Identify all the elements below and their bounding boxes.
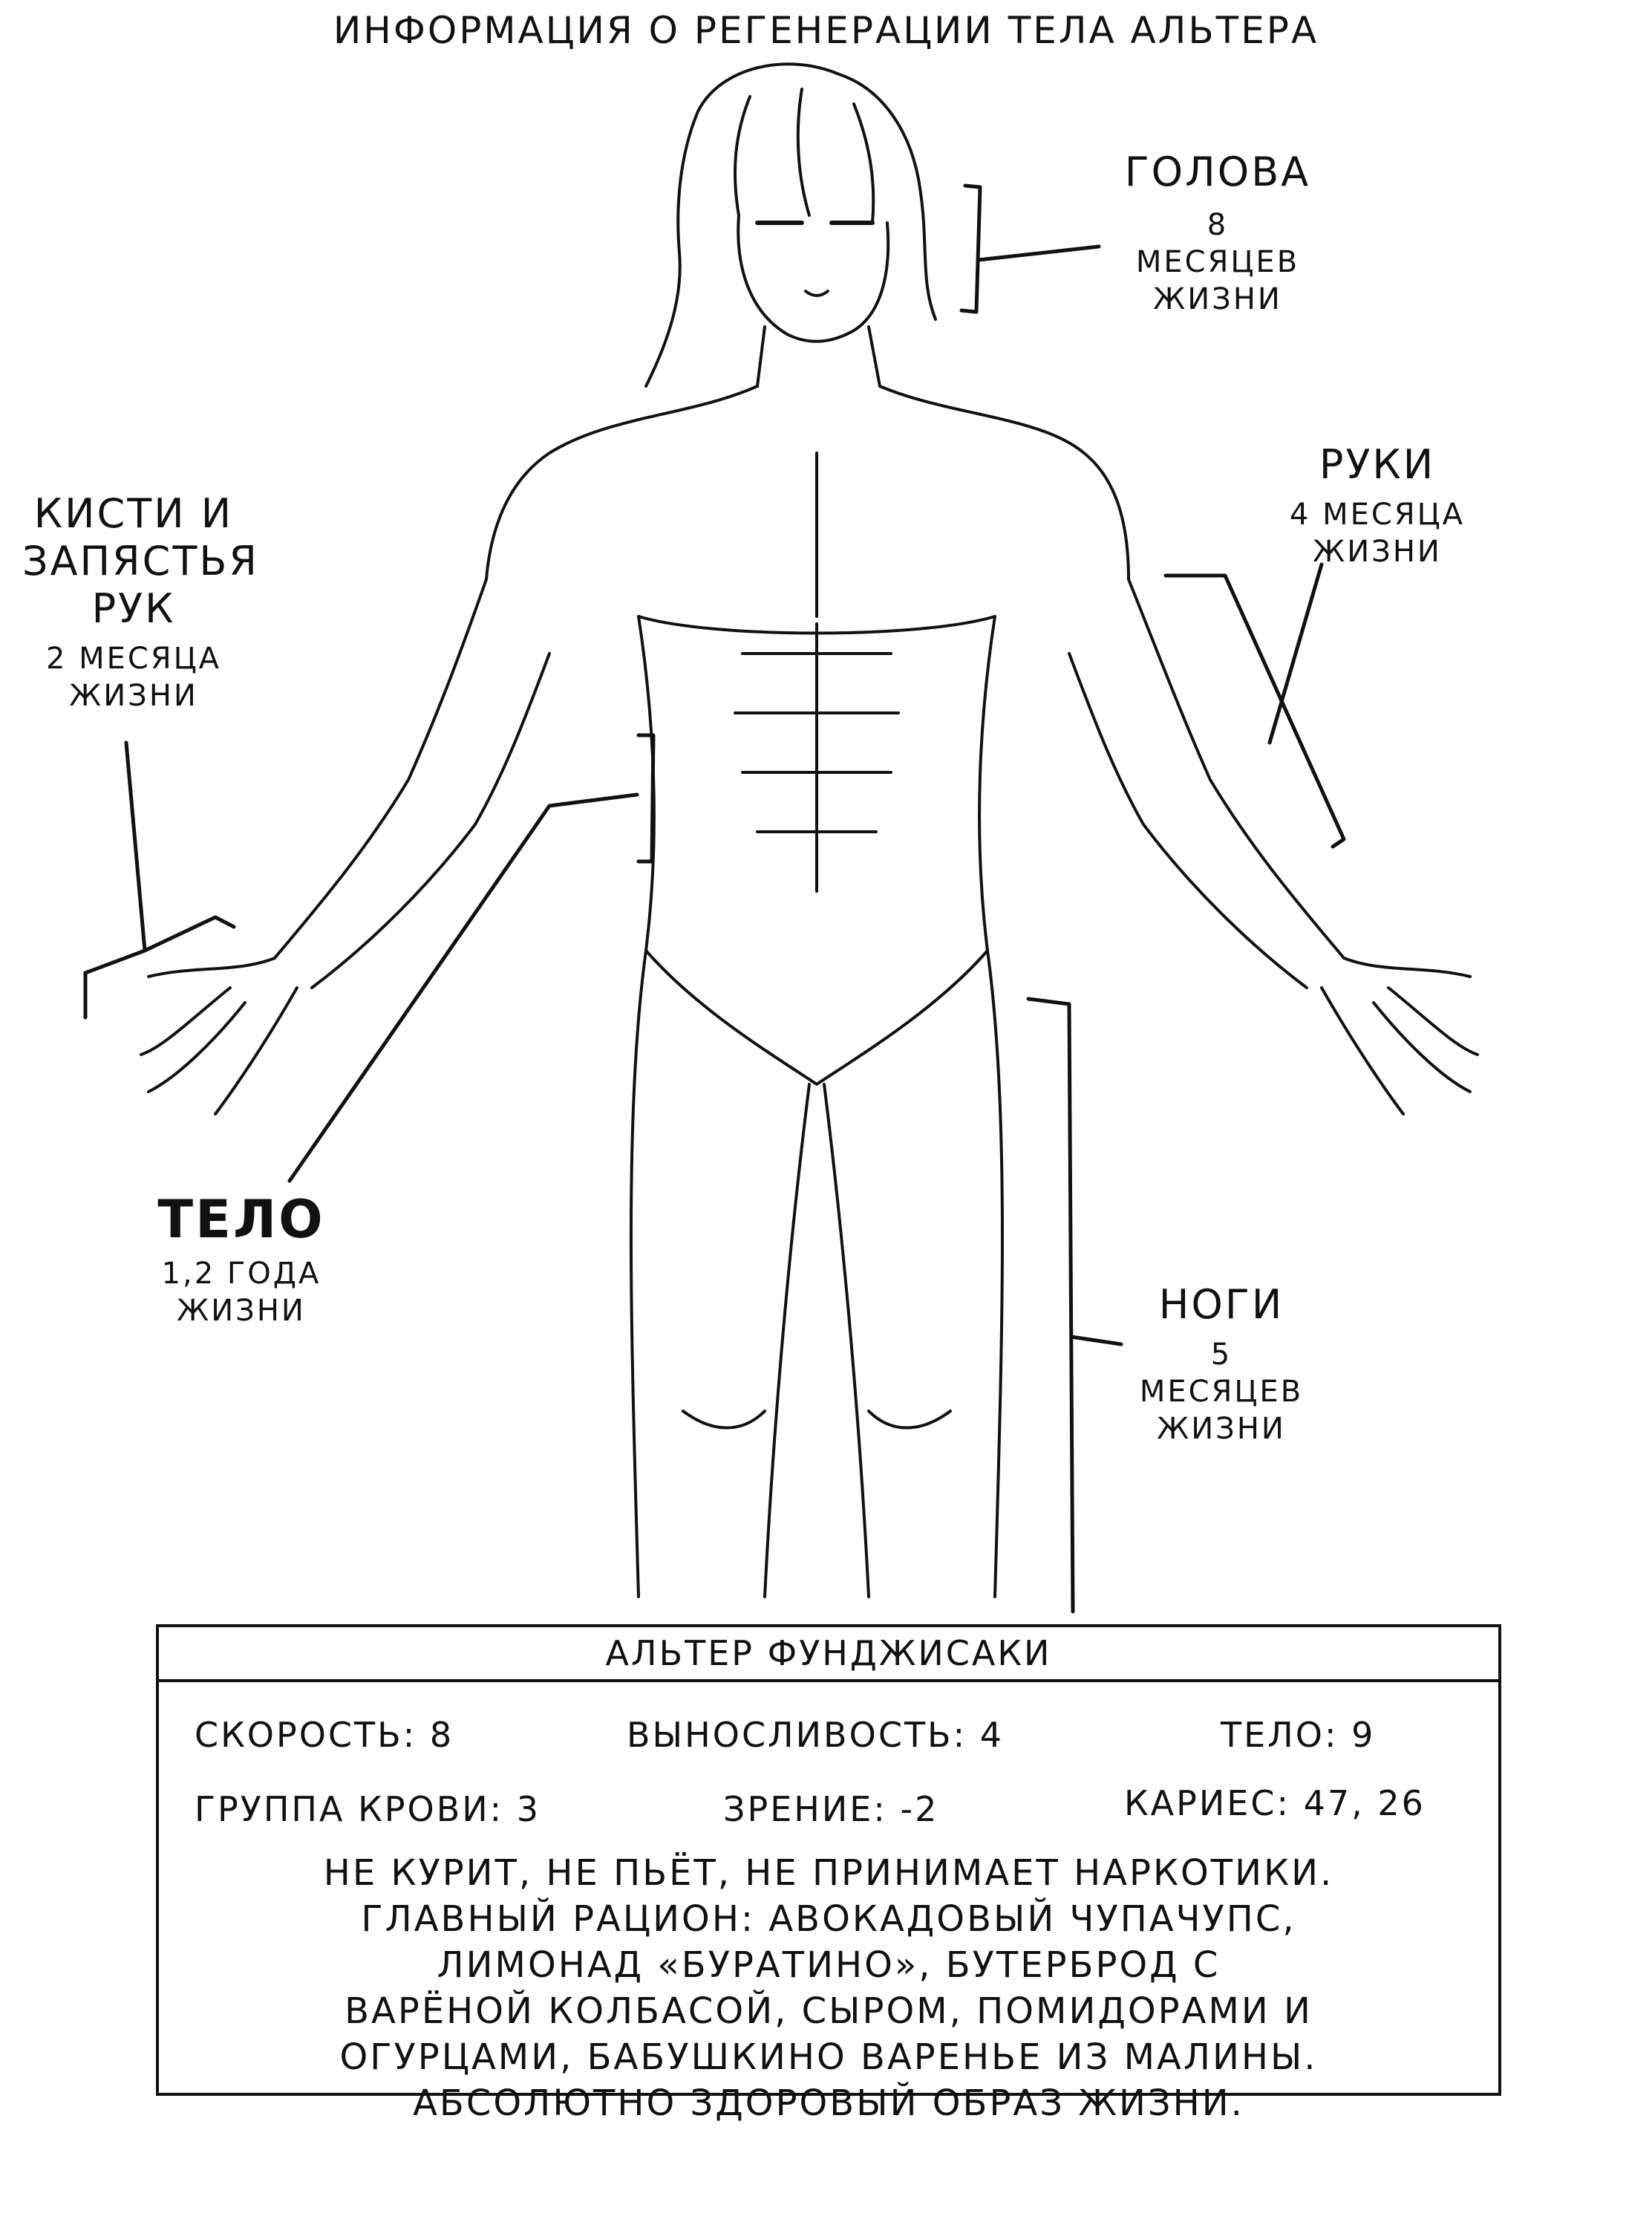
body-label-name: Тело <box>157 1189 325 1250</box>
hands-label-value: 2 месяца жизни <box>45 642 222 713</box>
character-info-card: Альтер Фунджисаки Скорость: 8 Выносливос… <box>156 1624 1501 2124</box>
character-name: Альтер Фунджисаки <box>159 1627 1498 1682</box>
body-label-value: 1,2 года жизни <box>161 1257 321 1328</box>
hands-label-name: Кисти и запястья рук <box>22 490 259 632</box>
stat-body: Тело: 9 <box>1221 1715 1376 1755</box>
character-bio: Не курит, не пьёт, не принимает наркотик… <box>323 1852 1334 2124</box>
legs-label: Ноги 5 месяцев жизни <box>1099 1281 1344 1447</box>
body-label: Тело 1,2 года жизни <box>130 1188 353 1329</box>
legs-label-value: 5 месяцев жизни <box>1139 1338 1304 1446</box>
stat-speed: Скорость: 8 <box>195 1715 454 1755</box>
legs-label-name: Ноги <box>1158 1281 1284 1328</box>
arms-label-name: Руки <box>1319 441 1436 488</box>
arms-label: Руки 4 месяца жизни <box>1255 441 1500 570</box>
arms-label-value: 4 месяца жизни <box>1289 498 1466 569</box>
stat-stamina: Выносливость: 4 <box>627 1715 1004 1755</box>
head-label-name: Голова <box>1124 149 1311 195</box>
stat-vision: Зрение: -2 <box>723 1789 939 1829</box>
head-label: Голова 8 месяцев жизни <box>1084 149 1351 318</box>
stat-caries: Кариес: 47, 26 <box>1124 1783 1426 1823</box>
stat-blood-group: Группа крови: 3 <box>195 1789 541 1829</box>
hands-label: Кисти и запястья рук 2 месяца жизни <box>22 490 259 714</box>
head-label-value: 8 месяцев жизни <box>1135 208 1300 316</box>
page-title: Информация о регенерации тела Альтера <box>333 9 1319 52</box>
